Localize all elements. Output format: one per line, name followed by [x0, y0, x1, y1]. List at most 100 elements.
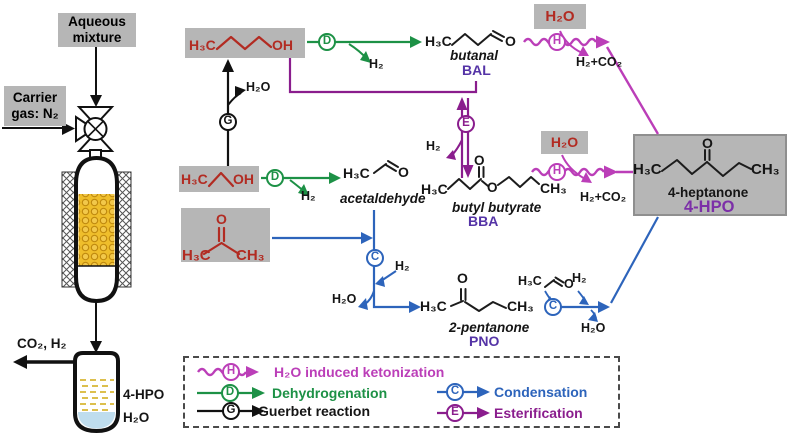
- legend-ketonization-label: H₂O induced ketonization: [274, 364, 445, 380]
- valve-icon: [75, 106, 115, 152]
- butyrate-h3c: H₃C: [421, 181, 448, 197]
- ethanol-h3c: H₃C: [181, 171, 208, 187]
- acetone-h3c: H₃C: [182, 247, 211, 264]
- collection-flask: [73, 351, 120, 434]
- h2-label-esterification: H₂: [426, 139, 441, 153]
- h2-label-condensation1: H₂: [395, 259, 410, 273]
- ethanol-chain: [207, 171, 235, 188]
- reactor-outlet-arrowhead: [90, 341, 102, 353]
- ethanol-box: [179, 166, 259, 192]
- legend-step-C: C: [446, 383, 464, 401]
- h2-label-condensation2: H₂: [572, 271, 587, 285]
- step-D-butanol: D: [318, 33, 336, 51]
- butyrate-o-carbonyl: O: [474, 153, 485, 168]
- ethanol-oh: OH: [233, 171, 254, 187]
- butanol-oh: OH: [272, 37, 293, 53]
- butanol-chain: [215, 35, 273, 51]
- legend-step-G: G: [222, 402, 240, 420]
- butanal-name: butanal: [450, 48, 499, 63]
- pentanone-h3c: H₃C: [420, 298, 447, 314]
- butanal-chain: [451, 33, 492, 46]
- butyrate-abbr: BBA: [468, 213, 499, 229]
- acetone-box: [181, 208, 270, 262]
- heptanone-box: [633, 134, 787, 216]
- h2o-mid-label: H₂O: [550, 134, 579, 151]
- legend-esterification-label: Esterification: [494, 405, 583, 421]
- h2-co2-label-mid: H₂+CO₂: [580, 190, 627, 204]
- esterification-arrows: [288, 58, 478, 178]
- heptanone-ch3: CH₃: [751, 161, 780, 178]
- acetaldehyde-small-bond: [544, 279, 555, 288]
- legend-guerbet-label: Guerbet reaction: [258, 403, 371, 419]
- acetaldehyde-small-o: O: [564, 277, 574, 291]
- pentanone-ch3: CH₃: [507, 298, 534, 314]
- step-C-condensation1: C: [366, 249, 384, 267]
- h2o-box-mid: H₂O: [541, 131, 588, 154]
- step-E-esterification: E: [457, 115, 475, 133]
- butyl-chain: [497, 176, 540, 188]
- heptanone-o: O: [702, 135, 713, 151]
- butyrate-ch3: CH₃: [540, 180, 567, 196]
- flask-organic-layer: [80, 379, 114, 411]
- pentanone-abbr: PNO: [469, 333, 500, 349]
- black-structures: [373, 30, 752, 312]
- heptanone-right-chain: [706, 161, 752, 177]
- h2o-label-guerbet: H₂O: [246, 80, 271, 94]
- heptanone-abbr: 4-HPO: [684, 198, 735, 216]
- butanol-box: [185, 28, 305, 58]
- butyrate-name: butyl butyrate: [452, 200, 542, 215]
- step-D-ethanol: D: [266, 169, 284, 187]
- aqueous-mixture-box: Aqueous mixture: [58, 13, 136, 47]
- legend-step-H: H: [222, 363, 240, 381]
- butyrate-chain: [447, 178, 482, 190]
- pentanone-o: O: [457, 270, 468, 286]
- aqueous-mixture-label: Aqueous mixture: [68, 14, 126, 45]
- legend-dehydrogenation-label: Dehydrogenation: [272, 385, 388, 401]
- legend-step-E: E: [446, 404, 464, 422]
- offgas-arrowhead: [13, 355, 27, 369]
- h2-label-ethanol-dehydro: H₂: [301, 189, 316, 203]
- catalyst-bed: [78, 194, 115, 266]
- carrier-gas-box: Carrier gas: N₂: [4, 86, 66, 126]
- butyrate-o-ester: O: [487, 180, 498, 195]
- pentanone-chain: [464, 301, 507, 312]
- acetaldehyde-h3c: H₃C: [343, 165, 370, 181]
- carrier-gas-label: Carrier gas: N₂: [11, 90, 59, 121]
- step-H-butanal: H: [548, 33, 566, 51]
- legend-condensation-label: Condensation: [494, 384, 588, 400]
- butanal-h3c: H₃C: [425, 33, 452, 49]
- offgas-label: CO₂, H₂: [17, 336, 67, 351]
- flask-organic-label: 4-HPO: [123, 387, 165, 402]
- flask-water-layer: [78, 412, 115, 429]
- acetaldehyde-name: acetaldehyde: [340, 191, 426, 206]
- h2-label-butanol-dehydro: H₂: [369, 57, 384, 71]
- acetone-ch3: CH₃: [236, 247, 265, 264]
- pentanone-name: 2-pentanone: [449, 320, 530, 335]
- h2o-label-condensation1: H₂O: [332, 292, 357, 306]
- acetaldehyde-bond: [373, 163, 387, 174]
- h2-co2-label-top: H₂+CO₂: [576, 55, 623, 69]
- furnace-jacket-right: [116, 171, 132, 288]
- acetaldehyde-small-h3c: H₃C: [518, 274, 542, 288]
- furnace-jacket-left: [61, 171, 77, 288]
- butanol-h3c: H₃C: [189, 37, 216, 53]
- h2o-box-top: H₂O: [534, 4, 586, 29]
- acetone-chain: [202, 241, 241, 256]
- heptanone-left-chain: [661, 159, 708, 175]
- legend-step-D: D: [221, 384, 239, 402]
- h2o-label-condensation2: H₂O: [581, 321, 606, 335]
- pentanone-left-bond: [450, 300, 464, 307]
- acetone-o: O: [216, 211, 227, 227]
- heptanone-name: 4-heptanone: [668, 185, 749, 200]
- condensation-arrows: [272, 210, 659, 322]
- heptanone-h3c: H₃C: [633, 161, 662, 178]
- butanal-o: O: [505, 33, 516, 49]
- h2o-top-label: H₂O: [545, 7, 575, 25]
- feed-arrowhead: [90, 95, 102, 107]
- acetaldehyde-o: O: [398, 164, 409, 180]
- reactor-apparatus: [2, 47, 132, 434]
- step-G-guerbet: G: [219, 113, 237, 131]
- step-C-condensation2: C: [544, 298, 562, 316]
